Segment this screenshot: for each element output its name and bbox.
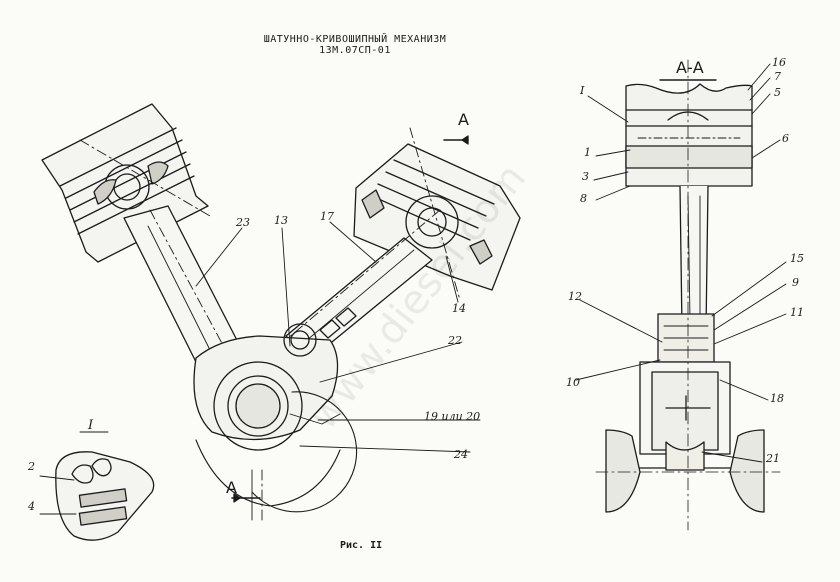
section-mark-top: А xyxy=(458,110,469,129)
callout-18: 18 xyxy=(770,392,784,405)
callout-17: 17 xyxy=(320,210,334,223)
callout-5: 5 xyxy=(774,86,781,99)
callout-6: 6 xyxy=(782,132,789,145)
callout-15: 15 xyxy=(790,252,804,265)
section-view-aa xyxy=(595,59,781,531)
section-mark-bottom: А xyxy=(226,478,237,497)
callout-14: 14 xyxy=(452,302,466,315)
callout-7: 7 xyxy=(774,70,781,83)
callout-19-20: 19 или 20 xyxy=(424,410,481,423)
callout-16: 16 xyxy=(772,56,786,69)
callout-21: 21 xyxy=(766,452,780,465)
callout-4: 4 xyxy=(28,500,35,513)
section-line-a xyxy=(231,135,469,503)
callout-3: 3 xyxy=(582,170,589,183)
detail-i xyxy=(39,431,155,541)
detail-ref-mark: I xyxy=(580,84,585,97)
callout-9: 9 xyxy=(792,276,799,289)
callout-1: 1 xyxy=(584,146,591,159)
crank-big-end xyxy=(193,323,358,521)
callout-24: 24 xyxy=(454,448,468,461)
right-piston xyxy=(353,127,521,301)
figure-caption: Рис. II xyxy=(340,540,383,551)
drawing-title: ШАТУННО-КРИВОШИПНЫЙ МЕХАНИЗМ 13М.07СП-01 xyxy=(263,34,447,56)
callout-22: 22 xyxy=(448,334,462,347)
detail-title: I xyxy=(88,418,94,433)
main-leaders xyxy=(195,221,481,453)
callout-2: 2 xyxy=(28,460,35,473)
callout-10: 10 xyxy=(566,376,580,389)
callout-8: 8 xyxy=(580,192,587,205)
callout-23: 23 xyxy=(236,216,250,229)
callout-13: 13 xyxy=(274,214,288,227)
callout-12: 12 xyxy=(568,290,582,303)
callout-11: 11 xyxy=(790,306,804,319)
section-leaders xyxy=(575,63,787,463)
section-view-title: А-А xyxy=(676,58,704,77)
